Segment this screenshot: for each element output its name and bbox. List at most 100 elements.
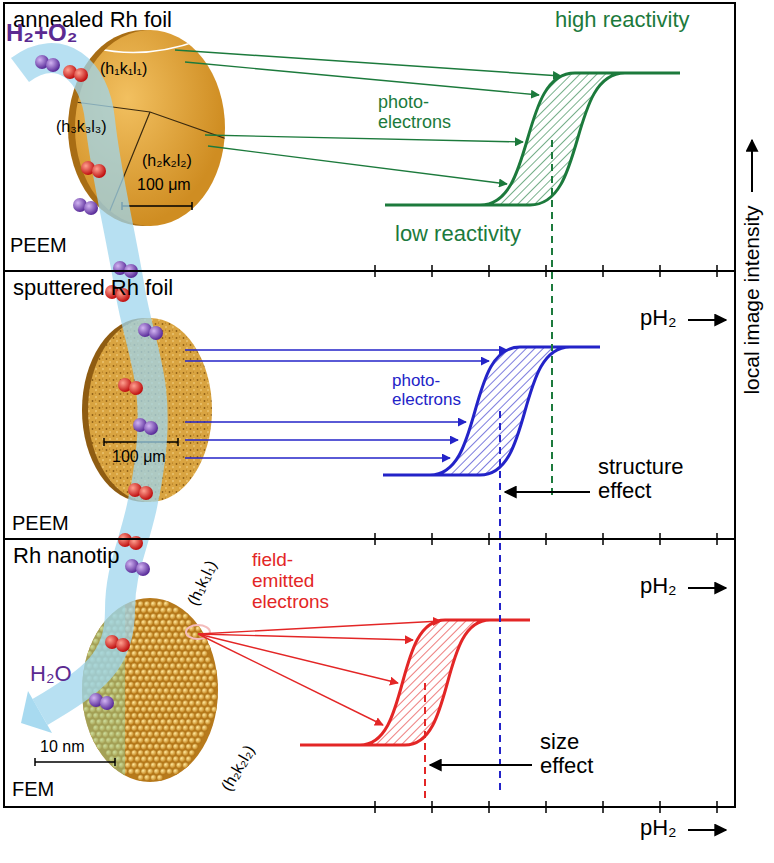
annotation-label: 100 μm	[112, 448, 166, 466]
atom	[147, 632, 153, 638]
atom	[167, 719, 173, 725]
molecule	[133, 418, 158, 435]
atom	[189, 713, 195, 719]
atom	[144, 663, 150, 669]
atom	[135, 769, 141, 775]
atom	[154, 632, 160, 638]
atom	[147, 669, 153, 675]
atom	[151, 725, 157, 731]
axis-arrow	[751, 140, 753, 192]
atom	[125, 676, 131, 682]
atom	[138, 762, 144, 768]
atom	[179, 657, 185, 663]
atom	[176, 663, 182, 669]
atom	[163, 725, 169, 731]
atom	[183, 651, 189, 657]
atom	[192, 669, 198, 675]
annotation-label: H₂+O₂	[6, 20, 77, 46]
atom	[163, 614, 169, 620]
atom	[167, 607, 173, 613]
atom	[128, 719, 134, 725]
atom	[131, 700, 137, 706]
atom	[176, 638, 182, 644]
atom	[183, 713, 189, 719]
atom	[151, 688, 157, 694]
atom	[167, 731, 173, 737]
atom	[205, 657, 211, 663]
electron-arrow	[185, 457, 450, 458]
atom-sphere	[92, 164, 106, 178]
atom	[138, 750, 144, 756]
dashed-guide	[551, 140, 553, 500]
axis-arrow	[688, 829, 726, 831]
atom	[154, 769, 160, 775]
atom	[192, 744, 198, 750]
atom	[160, 607, 166, 613]
atom	[138, 614, 144, 620]
atom-sphere	[46, 58, 60, 72]
atom	[183, 738, 189, 744]
atom	[179, 731, 185, 737]
molecule	[73, 198, 98, 215]
atom	[163, 738, 169, 744]
atom	[202, 713, 208, 719]
atom	[160, 645, 166, 651]
atom	[154, 645, 160, 651]
gas-stream	[20, 58, 153, 712]
annotation-label: (h₂k₂l₂)	[218, 742, 258, 794]
atom	[173, 682, 179, 688]
atom	[131, 762, 137, 768]
annotation-label: PEEM	[12, 512, 69, 534]
annotation-label: (h₁k₁l₁)	[184, 558, 220, 608]
atom	[186, 669, 192, 675]
molecule	[118, 378, 143, 395]
atom-sphere	[84, 201, 98, 215]
atom	[151, 750, 157, 756]
atom	[167, 707, 173, 713]
atom	[135, 645, 141, 651]
atom	[173, 669, 179, 675]
atom	[141, 719, 147, 725]
atom	[195, 700, 201, 706]
atom	[147, 756, 153, 762]
annotation-label: high reactivity	[555, 8, 690, 32]
atom	[138, 688, 144, 694]
atom	[128, 682, 134, 688]
electron-arrow	[185, 421, 466, 422]
atom	[147, 620, 153, 626]
atom	[170, 762, 176, 768]
atom	[202, 651, 208, 657]
atom	[176, 713, 182, 719]
atom	[176, 738, 182, 744]
atom	[183, 663, 189, 669]
atom	[199, 669, 205, 675]
atom	[135, 744, 141, 750]
electron-arrow	[185, 360, 489, 361]
atom	[195, 651, 201, 657]
atom	[160, 707, 166, 713]
atom	[167, 769, 173, 775]
atom	[202, 688, 208, 694]
atom	[170, 614, 176, 620]
atom	[205, 645, 211, 651]
atom	[167, 694, 173, 700]
atom	[176, 700, 182, 706]
scale-bar	[35, 758, 115, 766]
atom	[160, 769, 166, 775]
atom	[125, 762, 131, 768]
atom	[170, 738, 176, 744]
atom	[144, 651, 150, 657]
atom	[163, 713, 169, 719]
atom	[154, 756, 160, 762]
atom	[195, 713, 201, 719]
atom	[211, 694, 217, 700]
atom	[186, 620, 192, 626]
atom	[138, 601, 144, 607]
atom-sphere	[74, 68, 88, 82]
atom	[157, 626, 163, 632]
atom	[163, 651, 169, 657]
atom	[144, 738, 150, 744]
atom	[163, 762, 169, 768]
annotation-label: (h₃k₃l₃)	[56, 118, 107, 136]
